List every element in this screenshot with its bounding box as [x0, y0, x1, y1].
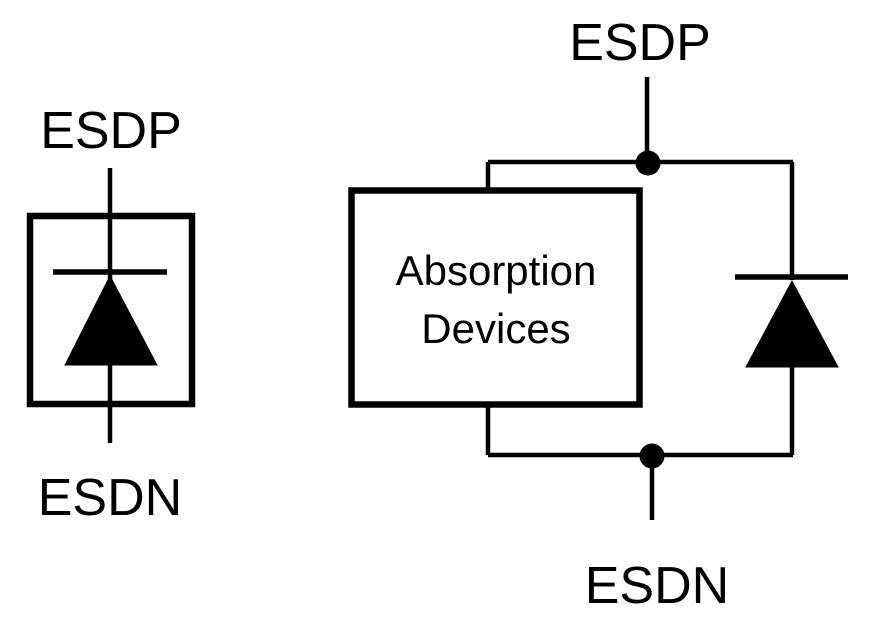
right-diode-triangle: [745, 279, 839, 368]
left-esd-diode-symbol: ESDP ESDN: [26, 102, 196, 527]
right-esd-protection-circuit: ESDP Absorption Devices: [348, 14, 848, 615]
left-symbol-box: [26, 212, 196, 408]
absorption-devices-box: [348, 187, 643, 408]
left-esdp-label: ESDP: [40, 102, 182, 160]
left-esdn-label: ESDN: [38, 469, 182, 527]
right-esdp-label: ESDP: [569, 14, 711, 72]
absorption-devices-label-line2: Devices: [421, 305, 570, 352]
top-junction-dot: [635, 150, 661, 176]
right-esdn-label: ESDN: [585, 557, 729, 615]
absorption-devices-label-line1: Absorption: [396, 247, 597, 294]
left-diode-triangle: [64, 274, 158, 366]
